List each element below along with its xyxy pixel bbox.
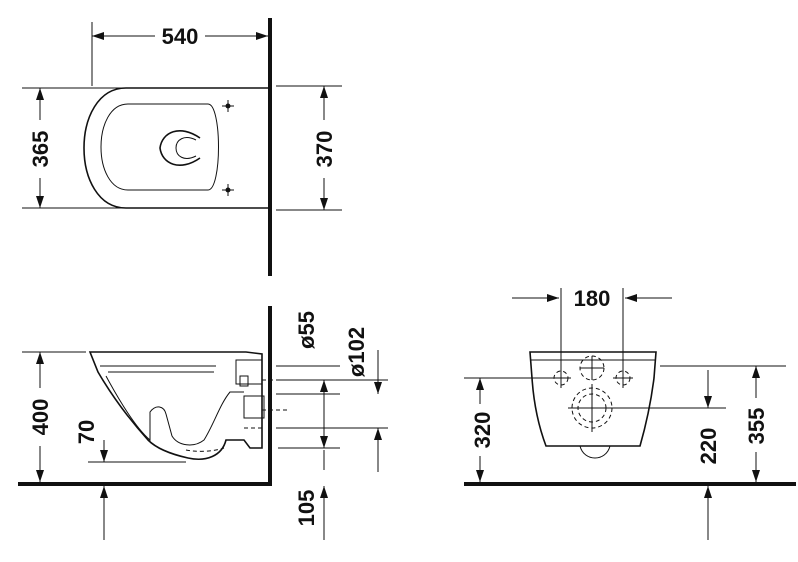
dim-102-right-arrow-top (374, 382, 382, 394)
dim-400-arrow-bottom (36, 470, 44, 482)
dim-540-arrow-left (92, 32, 104, 40)
dim-355-label: 355 (744, 408, 769, 445)
front-outlet-bottom (579, 445, 611, 459)
top-flush-hole-inner (175, 137, 197, 159)
dim-540-arrow-right (256, 32, 268, 40)
side-view: 400 70 ø55 ø102 105 (18, 306, 388, 540)
side-connector-block (235, 359, 263, 385)
dim-220-label: 220 (696, 428, 721, 465)
dim-400-arrow-top (36, 352, 44, 364)
dim-320-label: 320 (470, 412, 495, 449)
front-view: 180 320 220 355 (464, 286, 796, 540)
dim-105-arrow (320, 486, 328, 498)
dim-400-label: 400 (28, 399, 53, 436)
dim-70-arrow-top (100, 486, 108, 498)
side-bowl-inner (105, 375, 244, 446)
front-body-outline (529, 351, 657, 447)
front-fixing-hole-right (613, 368, 633, 388)
dim-102-arrow-bottom (320, 436, 328, 448)
side-outlet-block (243, 395, 265, 419)
dim-320-arrow-bottom (476, 470, 484, 482)
dim-102-right-arrow-bottom (374, 428, 382, 440)
dim-355-arrow-bottom (752, 470, 760, 482)
dim-370-arrow-top (320, 86, 328, 98)
side-trap-water (185, 447, 225, 452)
top-flush-hole (159, 129, 201, 167)
dim-320-arrow-top (476, 378, 484, 390)
dim-365-arrow-top (36, 88, 44, 100)
dim-180-arrow-right (625, 294, 637, 302)
dim-102-arrow-top (320, 380, 328, 392)
dim-540-label: 540 (162, 24, 199, 49)
top-view: 540 365 370 (22, 18, 342, 276)
dim-220-arrow-top (704, 396, 712, 408)
top-fixing-hole-lower (222, 184, 234, 196)
dim-220-arrow-bottom (704, 486, 712, 498)
top-bowl-outline (83, 87, 270, 209)
dim-70-arrow-bottom (100, 450, 108, 462)
side-bowl-outline (88, 351, 263, 460)
top-bowl-rim (100, 103, 219, 191)
dim-370-label: 370 (312, 131, 337, 168)
side-connector-nut (239, 375, 249, 387)
top-fixing-hole-upper (222, 100, 234, 112)
dim-102-label: ø102 (344, 327, 369, 377)
dim-55-label: ø55 (294, 311, 319, 349)
dim-365-label: 365 (28, 131, 53, 168)
dim-180-label: 180 (574, 286, 611, 311)
dim-70-label: 70 (74, 420, 99, 444)
dim-180-arrow-left (547, 294, 559, 302)
dim-105-label: 105 (294, 490, 319, 527)
dim-370-arrow-bottom (320, 198, 328, 210)
dim-365-arrow-bottom (36, 196, 44, 208)
dim-355-arrow-top (752, 366, 760, 378)
